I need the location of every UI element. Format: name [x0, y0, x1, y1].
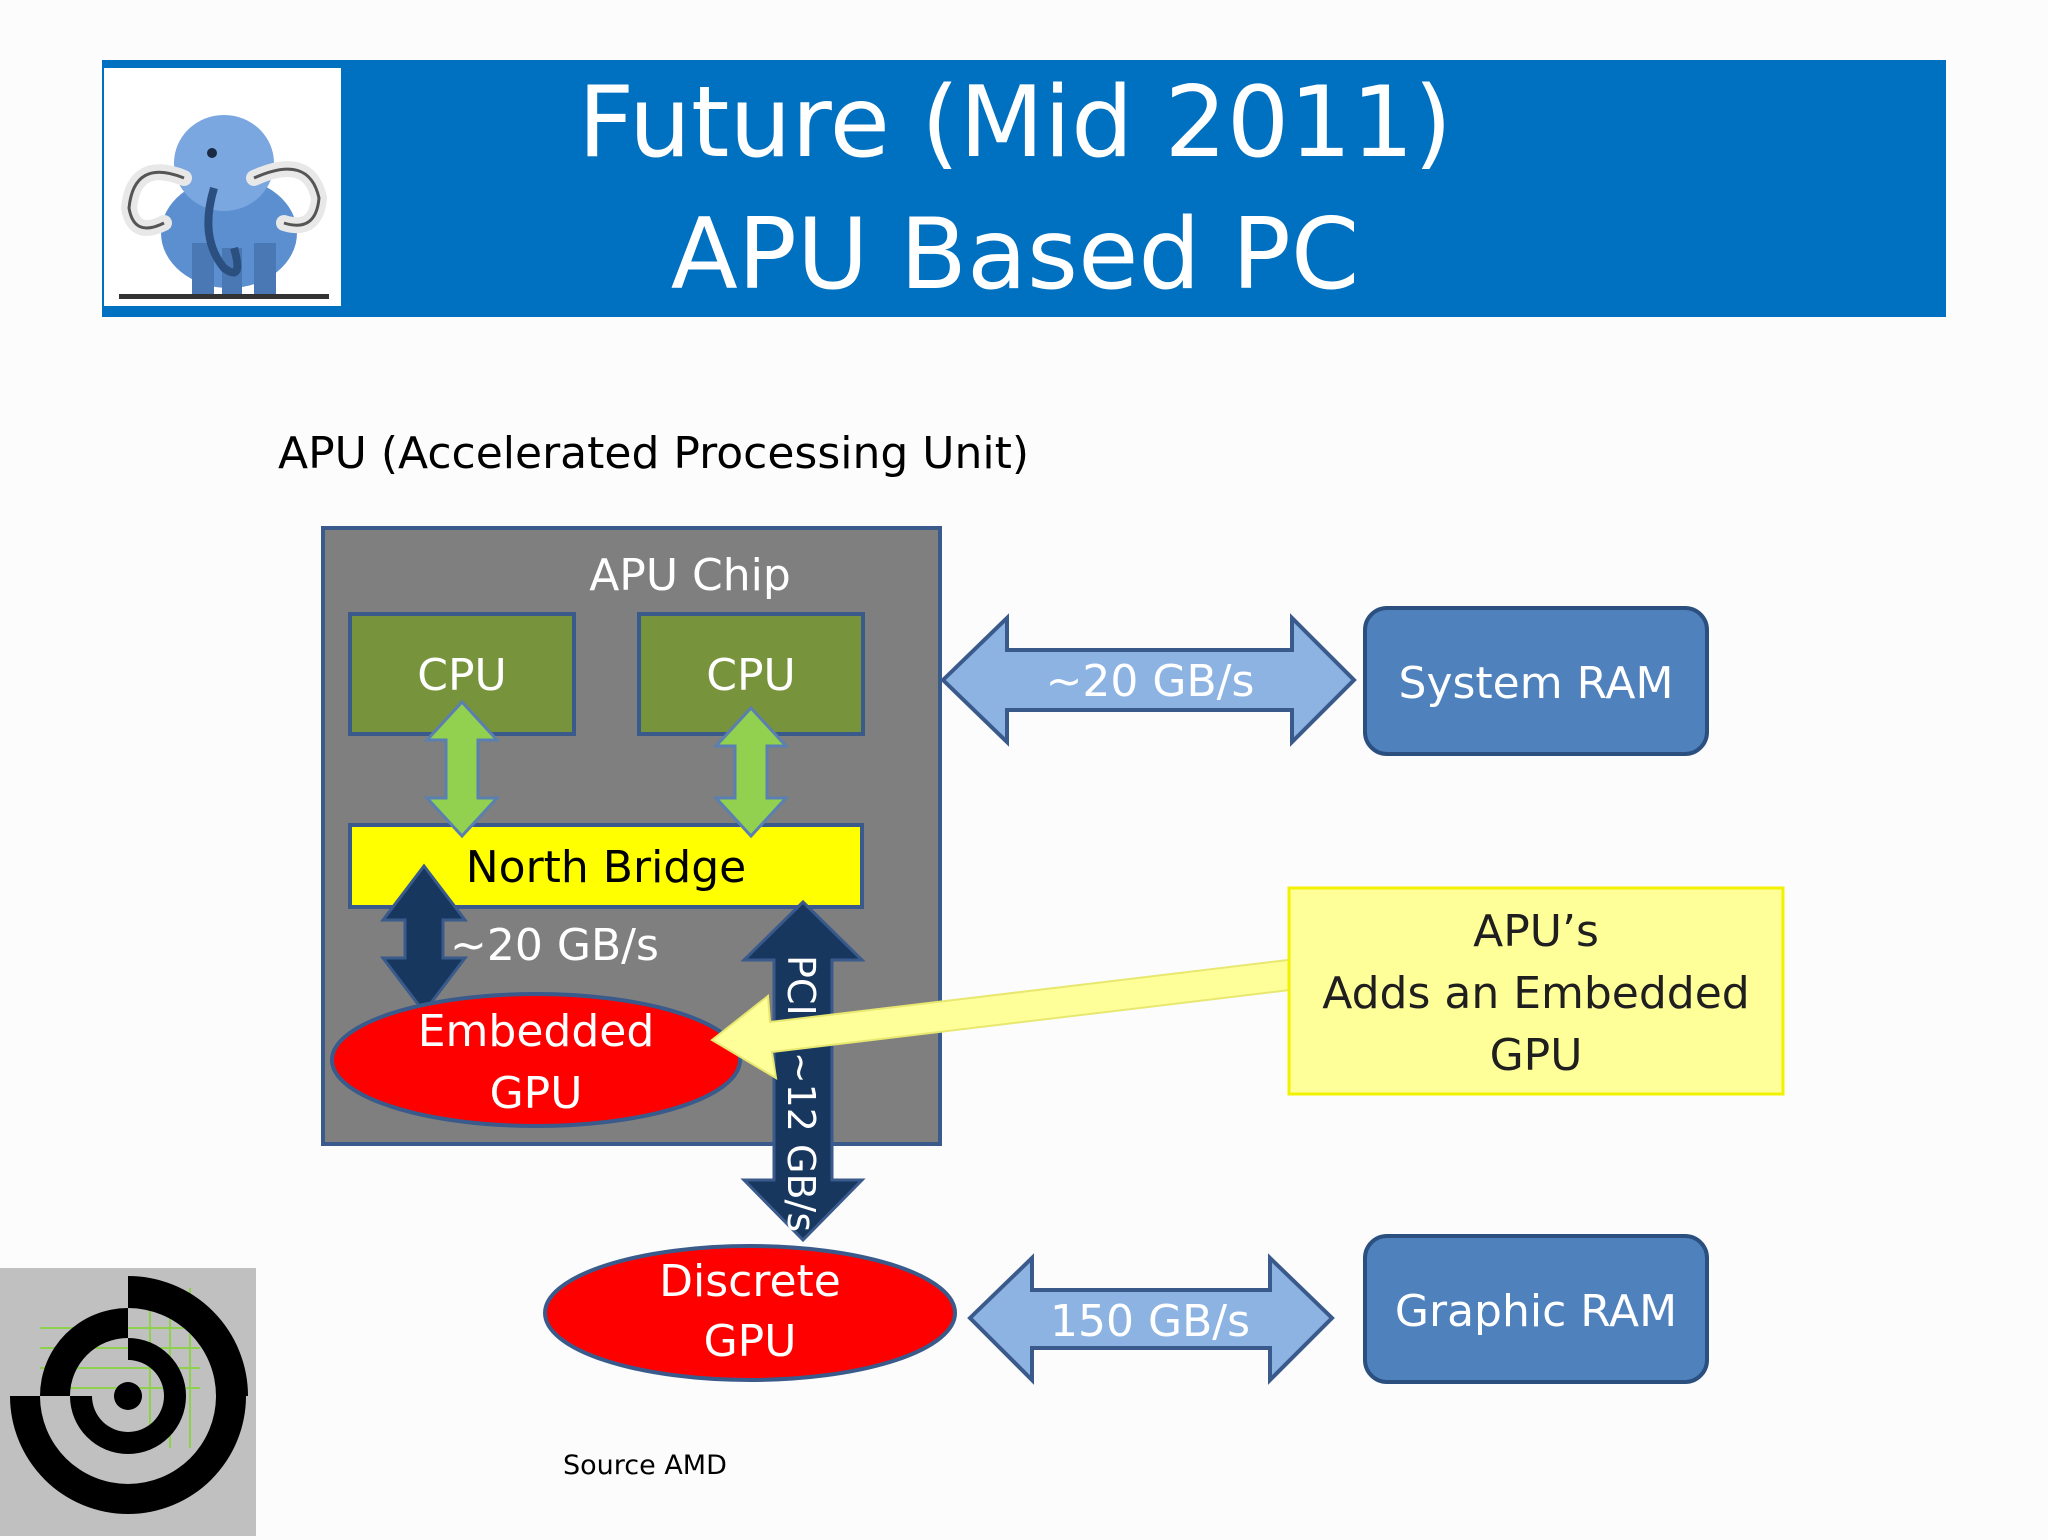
graphic-ram-link-label: 150 GB/s [1050, 1296, 1250, 1347]
northbridge-gpu-link-label: ~20 GB/s [450, 920, 659, 971]
embedded-gpu [330, 992, 742, 1128]
pcie-arrow [740, 899, 866, 1243]
title-banner [102, 60, 1946, 317]
subtitle: APU (Accelerated Processing Unit) [278, 428, 1030, 479]
discrete-gpu [543, 1244, 957, 1382]
graphic-ram-box [1363, 1234, 1709, 1384]
graphic-ram-arrow [967, 1253, 1335, 1385]
system-ram-box [1363, 606, 1709, 756]
system-ram-link-label: ~20 GB/s [1046, 656, 1255, 707]
pcie-link-label: PCIE ~12 GB/s [779, 955, 823, 1232]
title-line-1: Future (Mid 2011) [577, 65, 1453, 180]
callout-line-1: APU’s [1473, 906, 1599, 957]
embedded-gpu-label-1: Embedded [418, 1006, 655, 1057]
system-ram-label: System RAM [1399, 658, 1674, 709]
callout-arrow [710, 955, 1291, 1080]
north-bridge-box [348, 823, 864, 909]
cpu-label-1: CPU [417, 650, 506, 701]
cpu1-northbridge-arrow [423, 699, 501, 839]
source-note: Source AMD [563, 1450, 727, 1481]
callout-box [1287, 886, 1785, 1096]
spiral-logo-icon [0, 1268, 256, 1536]
title-line-2: APU Based PC [670, 197, 1360, 312]
page-title: Future (Mid 2011) APU Based PC [340, 60, 1690, 317]
discrete-gpu-label-2: GPU [704, 1316, 797, 1367]
callout-line-2: Adds an Embedded [1322, 968, 1749, 1019]
discrete-gpu-label-1: Discrete [659, 1256, 841, 1307]
north-bridge-label: North Bridge [466, 842, 746, 893]
mammoth-logo-icon [104, 68, 341, 306]
system-ram-arrow [940, 613, 1357, 747]
embedded-gpu-label-2: GPU [490, 1068, 583, 1119]
graphic-ram-label: Graphic RAM [1395, 1286, 1677, 1337]
apu-chip-label: APU Chip [589, 550, 791, 601]
cpu2-northbridge-arrow [712, 705, 790, 839]
callout-line-3: GPU [1490, 1030, 1583, 1081]
cpu-label-2: CPU [706, 650, 795, 701]
